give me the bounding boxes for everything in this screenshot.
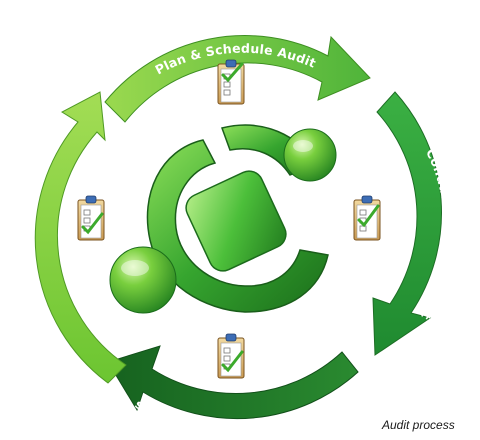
arrow-plan (104, 35, 371, 123)
logo-ball-bottom-left (109, 246, 177, 314)
logo-center-square (185, 170, 287, 272)
logo-swoosh-left (146, 139, 329, 313)
clipboard-check-icon (353, 195, 381, 241)
clipboard-check-icon (77, 195, 105, 241)
clipboard-check-icon (217, 59, 245, 105)
logo-ball-top-right (283, 128, 337, 182)
center-logo (109, 124, 337, 314)
arrow-monitor (34, 91, 127, 384)
arrow-conduct (372, 91, 442, 356)
figure-caption: Audit process (382, 418, 455, 432)
clipboard-check-icon (217, 333, 245, 379)
